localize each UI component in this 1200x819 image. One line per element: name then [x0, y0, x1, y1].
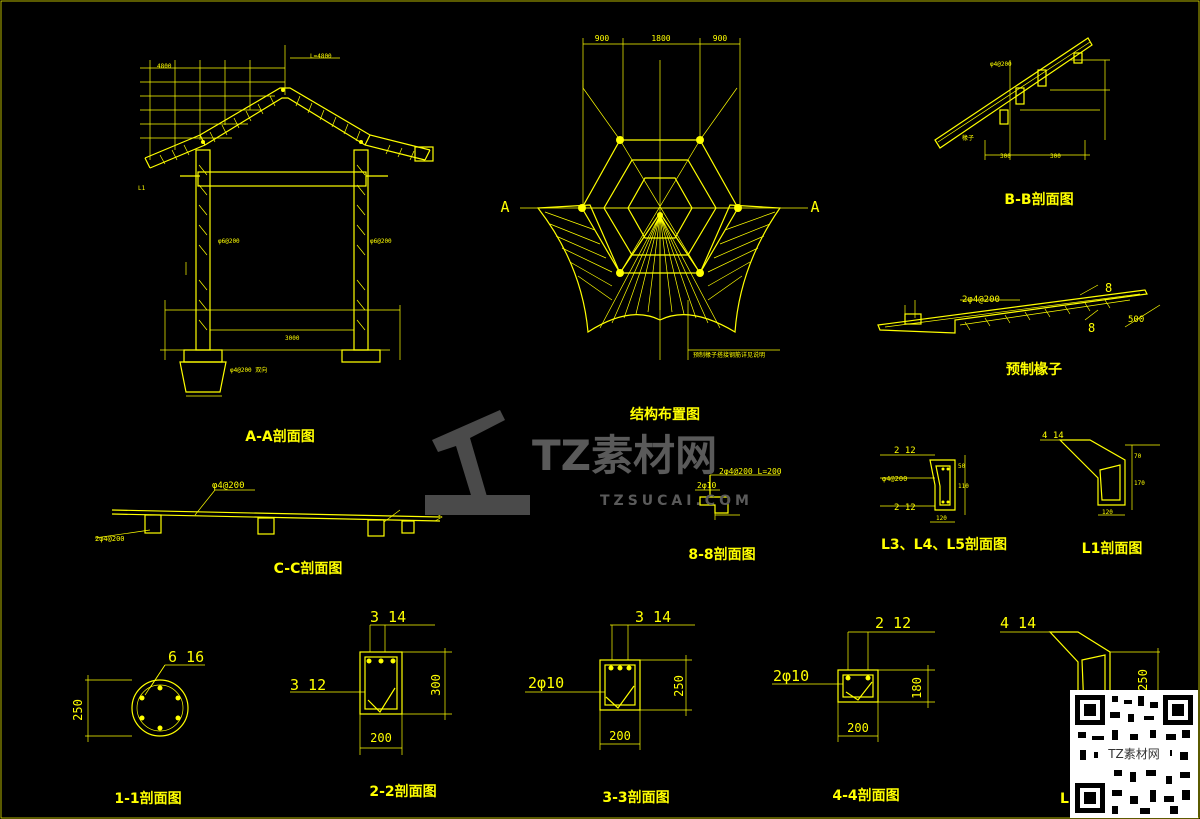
l345-mid-rebar: φ4@200	[882, 475, 907, 483]
watermark-logo-icon	[425, 410, 530, 515]
s88-section-drawing	[695, 474, 780, 520]
svg-text:椽子: 椽子	[962, 134, 974, 142]
plan-dim-right: 900	[713, 34, 728, 43]
l2-top-rebar: 4 14	[1000, 614, 1036, 632]
svg-text:φ6@200: φ6@200	[370, 238, 392, 245]
qr-caption: TZ素材网	[1107, 747, 1160, 761]
cc-rebar-bot: 2φ4@200	[95, 535, 125, 543]
watermark: TZ素材网 TZSUCAI.COM	[425, 410, 753, 515]
rafter-rebar-label: 2φ4@200	[962, 295, 1000, 305]
l2-section-title: L	[1060, 791, 1069, 807]
s44-height: 180	[910, 677, 924, 699]
s33-width: 200	[609, 729, 631, 743]
cc-rebar-top: φ4@200	[212, 481, 245, 491]
l1-section-title: L1剖面图	[1082, 540, 1143, 557]
rafter-title: 预制椽子	[1006, 361, 1062, 378]
plan-dim-mid: 1800	[651, 34, 670, 43]
s88-section-title: 8-8剖面图	[688, 546, 755, 563]
s11-bar-label: 6 16	[168, 648, 204, 666]
s22-section-title: 2-2剖面图	[369, 783, 436, 800]
svg-text:70: 70	[1134, 453, 1142, 460]
svg-text:110: 110	[958, 483, 969, 490]
svg-text:φ6@200: φ6@200	[218, 238, 240, 245]
s88-phi: 2φ10	[697, 481, 716, 490]
rafter-dim-8a: 8	[1105, 281, 1112, 295]
s44-section-title: 4-4剖面图	[832, 787, 899, 804]
cc-section-title: C-C剖面图	[274, 560, 343, 577]
s33-top-rebar: 3 14	[635, 608, 671, 626]
l1-section-drawing: 70 170 120	[1040, 439, 1160, 516]
s11-section-title: 1-1剖面图	[114, 790, 181, 807]
l345-section-title: L3、L4、L5剖面图	[881, 536, 1007, 553]
svg-text:120: 120	[936, 515, 947, 522]
structure-plan-drawing: 预制椽子搭接钢筋详见说明	[520, 38, 808, 360]
plan-dim-left: 900	[595, 34, 610, 43]
s33-height: 250	[672, 675, 686, 697]
l345-top-rebar: 2 12	[894, 446, 916, 456]
svg-text:L1: L1	[138, 185, 146, 192]
axis-a-right: A	[810, 198, 819, 216]
s22-left-rebar: 3 12	[290, 676, 326, 694]
l2-height: 250	[1136, 669, 1150, 691]
watermark-url: TZSUCAI.COM	[600, 493, 753, 509]
watermark-brand: TZ素材网	[532, 431, 717, 480]
rafter-dim-500: 500	[1128, 315, 1144, 325]
s44-left-rebar: 2φ10	[773, 667, 809, 685]
s88-rebar: 2φ4@200 L=200	[719, 467, 782, 476]
s22-width: 200	[370, 731, 392, 745]
l1-top-rebar: 4 14	[1042, 431, 1064, 441]
svg-text:120: 120	[1102, 509, 1113, 516]
svg-text:3000: 3000	[285, 335, 300, 342]
svg-text:预制椽子搭接钢筋详见说明: 预制椽子搭接钢筋详见说明	[693, 351, 765, 359]
s11-height: 250	[71, 699, 85, 721]
s22-top-rebar: 3 14	[370, 608, 406, 626]
l345-section-drawing: 50 110 120	[880, 454, 969, 523]
rafter-drawing	[877, 284, 1161, 334]
s44-width: 200	[847, 721, 869, 735]
structure-plan-title: 结构布置图	[630, 406, 700, 423]
aa-section-title: A-A剖面图	[245, 428, 314, 445]
s44-section-drawing	[772, 631, 935, 742]
l345-bot-rebar: 2 12	[894, 503, 916, 513]
svg-text:50: 50	[958, 463, 966, 470]
svg-text:L=4800: L=4800	[310, 53, 332, 60]
s22-height: 300	[429, 674, 443, 696]
svg-text:300: 300	[1050, 153, 1061, 160]
svg-text:φ4@200: φ4@200	[990, 61, 1012, 68]
qr-code-icon	[1070, 690, 1198, 818]
s22-section-drawing	[290, 624, 452, 755]
s33-section-title: 3-3剖面图	[602, 789, 669, 806]
svg-text:300: 300	[1000, 153, 1011, 160]
bb-section-drawing: φ4@200 椽子 300 300	[934, 37, 1110, 160]
rafter-dim-8b: 8	[1088, 321, 1095, 335]
aa-section-drawing: 4800 L=4800 3000 φ4@200 双向 L1 φ6@200 φ6@…	[138, 45, 434, 397]
cc-section-drawing	[94, 489, 443, 539]
bb-section-title: B-B剖面图	[1004, 191, 1073, 208]
s11-section-drawing	[85, 664, 205, 742]
s33-left-rebar: 2φ10	[528, 674, 564, 692]
svg-text:4800: 4800	[157, 63, 172, 70]
svg-text:170: 170	[1134, 480, 1145, 487]
svg-text:φ4@200 双向: φ4@200 双向	[230, 366, 267, 374]
s33-section-drawing	[525, 624, 695, 750]
s44-top-rebar: 2 12	[875, 614, 911, 632]
axis-a-left: A	[500, 198, 509, 216]
